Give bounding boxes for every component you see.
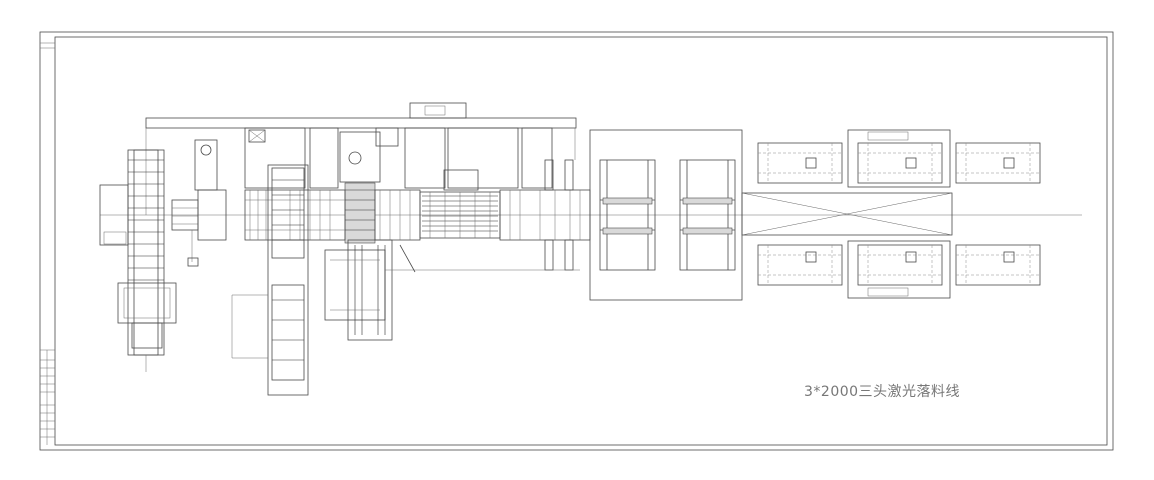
- pallet-stations-lower: [757, 240, 1041, 299]
- feed-conveyor: [244, 189, 346, 241]
- leveler-machine: [339, 127, 399, 244]
- drawing-title: 3*2000三头激光落料线: [804, 384, 961, 400]
- overhead-cable-tray: [145, 102, 577, 215]
- title-block-strip: [40, 349, 55, 445]
- side-conveyor: [231, 164, 309, 396]
- laser-cutting-conveyor: [374, 159, 591, 273]
- drawing-frame: [39, 31, 1114, 451]
- scrap-cart-area: [324, 239, 393, 341]
- output-conveyor: [741, 192, 953, 236]
- stacking-station: [589, 129, 743, 301]
- coil-storage-track: [99, 149, 177, 372]
- pallet-stations-upper: [757, 129, 1041, 188]
- loading-car: [171, 139, 227, 267]
- cabinet-row: [244, 127, 553, 191]
